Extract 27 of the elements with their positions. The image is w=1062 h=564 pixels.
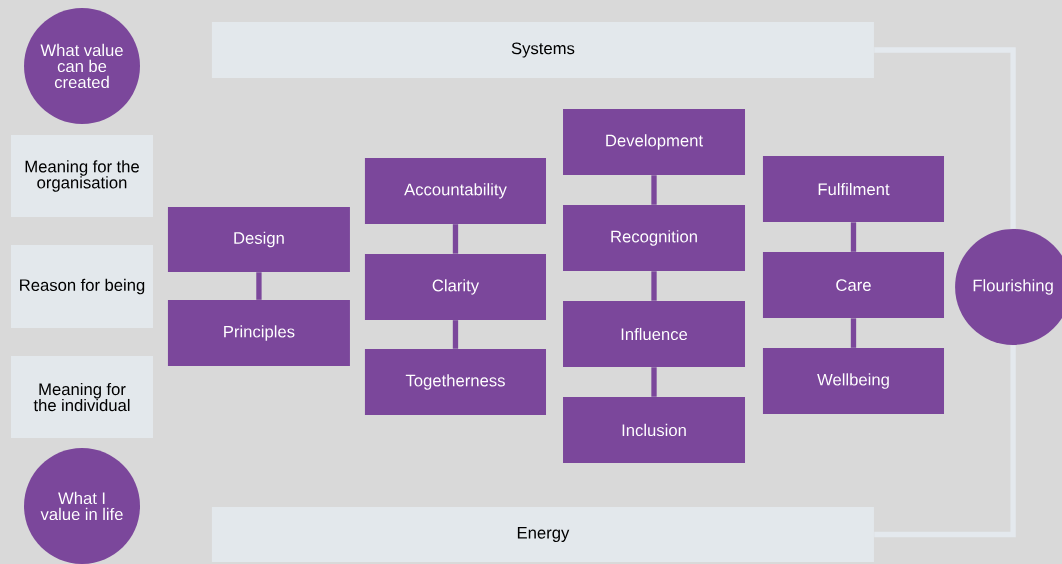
connector-line [651, 367, 657, 397]
meaning-box: Meaning for the individual [11, 356, 153, 439]
value-box: Clarity [364, 253, 546, 320]
connector-line [452, 320, 459, 349]
value-box: Recognition [563, 205, 745, 271]
connector-line [651, 175, 657, 205]
value-box: Inclusion [563, 397, 745, 463]
band-box: Energy [211, 507, 874, 562]
connector-line [874, 47, 1016, 229]
value-box: Fulfilment [762, 156, 944, 223]
connector-line [452, 224, 459, 254]
value-box: Accountability [364, 157, 546, 224]
connector-line [874, 345, 1016, 538]
connector-line [651, 271, 657, 301]
value-box: Wellbeing [762, 348, 944, 415]
value-box: Development [563, 109, 745, 175]
meaning-box: Reason for being [11, 245, 153, 328]
band-box: Systems [211, 22, 874, 78]
value-box: Influence [563, 301, 745, 367]
value-box: Principles [167, 300, 350, 367]
value-box: Care [762, 252, 944, 319]
connector-line [256, 272, 262, 300]
value-box: Togetherness [364, 349, 546, 415]
connector-line [850, 318, 857, 348]
value-box: Design [167, 206, 350, 272]
meaning-box: Meaning for the organisation [11, 135, 153, 217]
connector-line [850, 222, 857, 252]
